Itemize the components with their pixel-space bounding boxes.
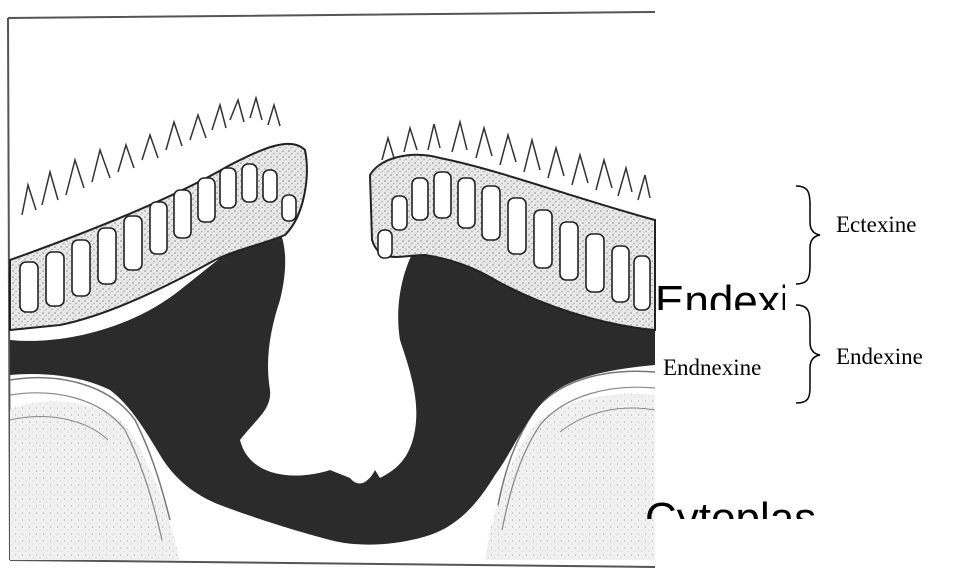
label-endexine: Endexine [836, 345, 923, 368]
label-ectexine: Ectexine [836, 213, 916, 236]
ectexine-bracket [796, 186, 820, 284]
clipped-label-cytoplas: Cytoplas [645, 497, 815, 519]
label-endnexine: Endnexine [663, 356, 761, 379]
clipped-cytoplas-text: Cytoplas [645, 497, 815, 519]
clipped-endexi-text: Endexi [655, 280, 785, 310]
clipped-label-endexi: Endexi [655, 280, 785, 310]
